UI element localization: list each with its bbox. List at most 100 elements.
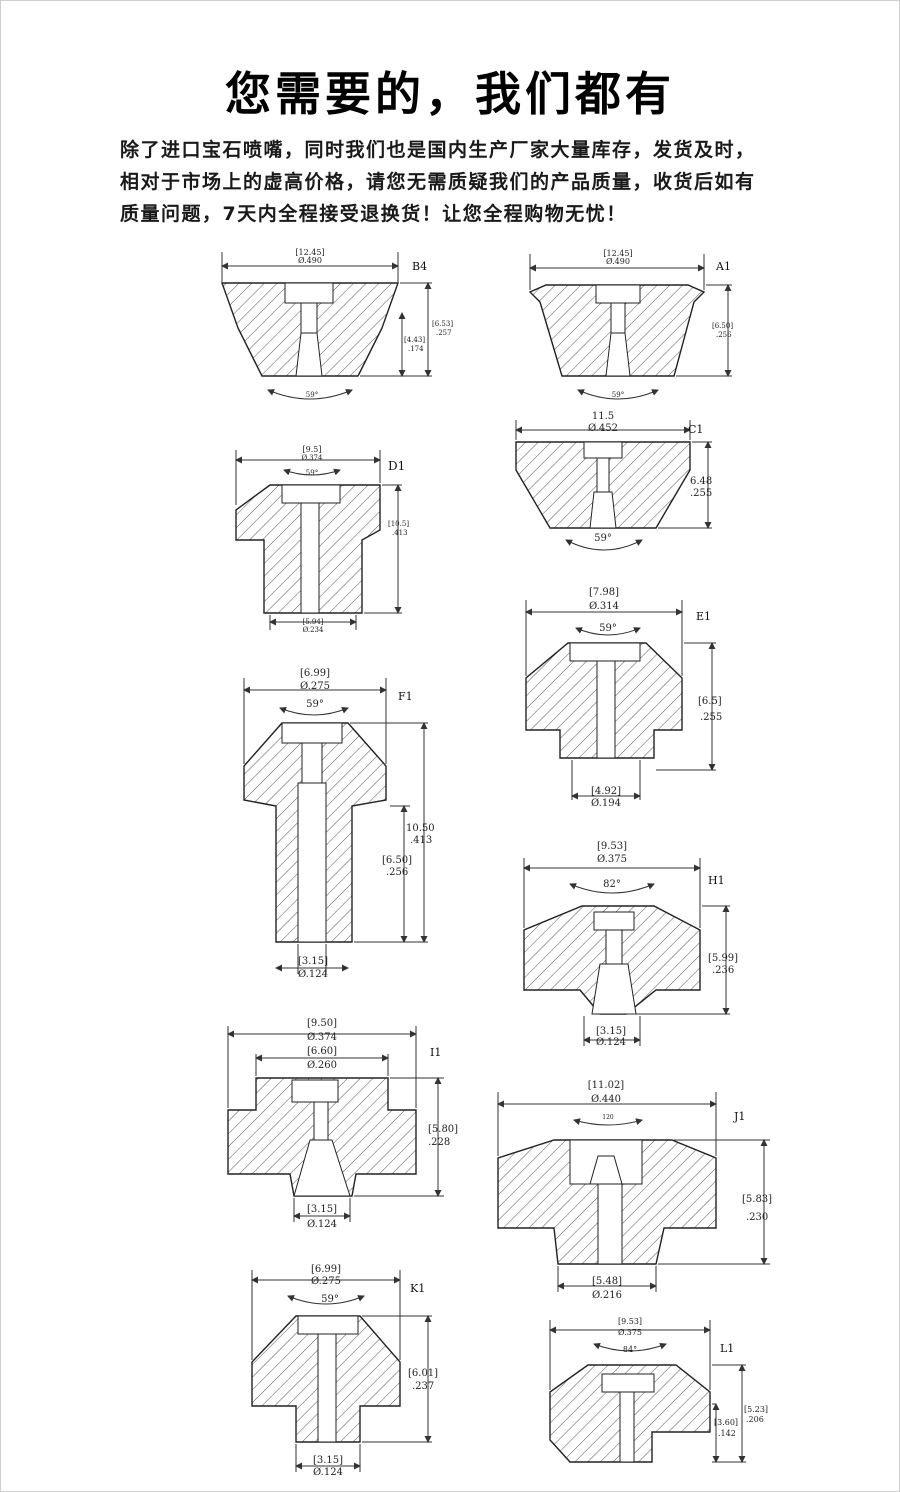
dim-text: 6.48 [690,476,712,487]
drawing-b4 [221,252,432,400]
drawing-c1 [515,420,712,551]
dim-text: .230 [746,1212,768,1223]
dim-text: [9.53] [597,841,627,852]
intro-line: 相对于市场上的虚高价格，请您无需质疑我们的产品质量，收货后如有 [120,171,756,193]
dim-text: Ø.374 [307,1032,337,1043]
intro-line: 除了进口宝石喷嘴，同时我们也是国内生产厂家大量库存，发货及时， [120,139,756,161]
drawing-k1 [251,1270,432,1472]
intro-text: 除了进口宝石喷嘴，同时我们也是国内生产厂家大量库存，发货及时， 相对于市场上的虚… [120,134,820,230]
dim-text: .256 [386,867,408,878]
drawing-label: C1 [688,423,703,436]
angle-text: 59° [599,623,617,634]
dim-text: .237 [412,1381,434,1392]
dim-text: [11.02] [588,1080,625,1091]
dim-text: Ø.234 [303,626,324,634]
dim-text: [9.53] [618,1317,642,1326]
dim-text: [4.43] [404,336,425,344]
dim-text: .206 [746,1415,764,1424]
intro-line: 质量问题，7天内全程接受退换货！让您全程购物无忧！ [120,203,627,225]
dim-text: [3.15] [596,1026,626,1037]
dim-text: .413 [392,529,408,537]
drawing-f1 [243,678,428,974]
angle-text: 59° [594,533,612,544]
dim-text: [6.50] [382,855,412,866]
dim-text: [6.99] [300,668,330,679]
dim-text: [4.92] [591,786,621,797]
drawing-label: F1 [398,690,413,703]
dim-text: .255 [700,712,722,723]
dim-text: .255 [690,488,712,499]
dim-text: Ø.490 [298,256,322,265]
dim-text: [5.94] [302,618,323,626]
dim-text: Ø.490 [606,257,630,266]
angle-text: 84° [623,1345,637,1354]
dim-text: [12.45] [603,249,632,258]
drawing-label: B4 [412,260,427,273]
drawing-label: E1 [696,610,711,623]
drawing-a1 [528,254,732,400]
dim-text: [9.5] [303,445,322,454]
angle-text: 59° [321,1294,339,1305]
drawing-label: I1 [430,1046,441,1059]
dim-text: [6.53] [432,320,453,328]
drawing-j1 [497,1092,770,1292]
angle-text: 59° [306,391,318,399]
dim-text: .236 [712,965,734,976]
drawing-i1 [227,1026,444,1222]
dim-text: [10.5] [388,520,409,528]
dim-text: [6.01] [408,1368,438,1379]
angle-text: 82° [603,879,621,890]
dim-text: [5.83] [742,1194,772,1205]
dim-text: [6.60] [307,1046,337,1057]
drawing-label: A1 [715,260,731,273]
dim-text: [6.50] [712,322,733,330]
dim-text: Ø.124 [307,1219,337,1230]
dim-text: [7.98] [589,587,619,598]
angle-text: 59° [306,699,324,710]
drawing-label: H1 [708,874,725,887]
dim-text: .174 [408,345,424,353]
dim-text: Ø.216 [592,1290,622,1301]
dim-text: [9.50] [307,1018,337,1029]
dim-text: .228 [428,1137,450,1148]
dim-text: Ø.194 [591,798,621,809]
drawing-h1 [523,858,730,1046]
dim-text: Ø.260 [307,1060,337,1071]
dim-text: 10.50 [406,823,435,834]
dim-text: [3.15] [313,1455,343,1466]
drawing-l1 [549,1320,746,1463]
dim-text: Ø.275 [300,681,330,692]
dim-text: Ø.314 [589,601,619,612]
dim-text: Ø.375 [618,1328,642,1337]
drawing-e1 [525,600,716,800]
dim-text: .142 [718,1429,736,1438]
dim-text: [5.99] [708,953,738,964]
dim-text: Ø.124 [298,969,328,980]
dim-text: [3.15] [307,1204,337,1215]
dim-text: [3.15] [298,956,328,967]
dim-text: Ø.275 [311,1276,341,1287]
dim-text: Ø.452 [588,423,618,434]
angle-text: 120 [602,1114,614,1121]
page-title: 您需要的，我们都有 [225,67,675,121]
dim-text: [6.5] [698,696,722,707]
drawing-label: D1 [388,459,405,473]
drawing-label: L1 [720,1342,734,1355]
drawing-label: J1 [733,1110,745,1123]
drawing-d1 [235,450,402,630]
dim-text: [6.99] [311,1264,341,1275]
dim-text: .413 [410,835,432,846]
dim-text: Ø.124 [596,1037,626,1048]
angle-text: 59° [612,391,624,399]
dim-text: [5.48] [592,1276,622,1287]
dim-text: Ø.440 [591,1094,621,1105]
dim-text: Ø.375 [597,854,627,865]
dim-text: Ø.374 [302,454,323,462]
drawing-label: K1 [410,1282,425,1295]
dim-text: [12.45] [295,248,324,257]
dim-text: [5.23] [744,1405,768,1414]
dim-text: [5.80] [428,1124,458,1135]
dim-text: Ø.124 [313,1467,343,1478]
dim-text: .257 [436,329,452,337]
